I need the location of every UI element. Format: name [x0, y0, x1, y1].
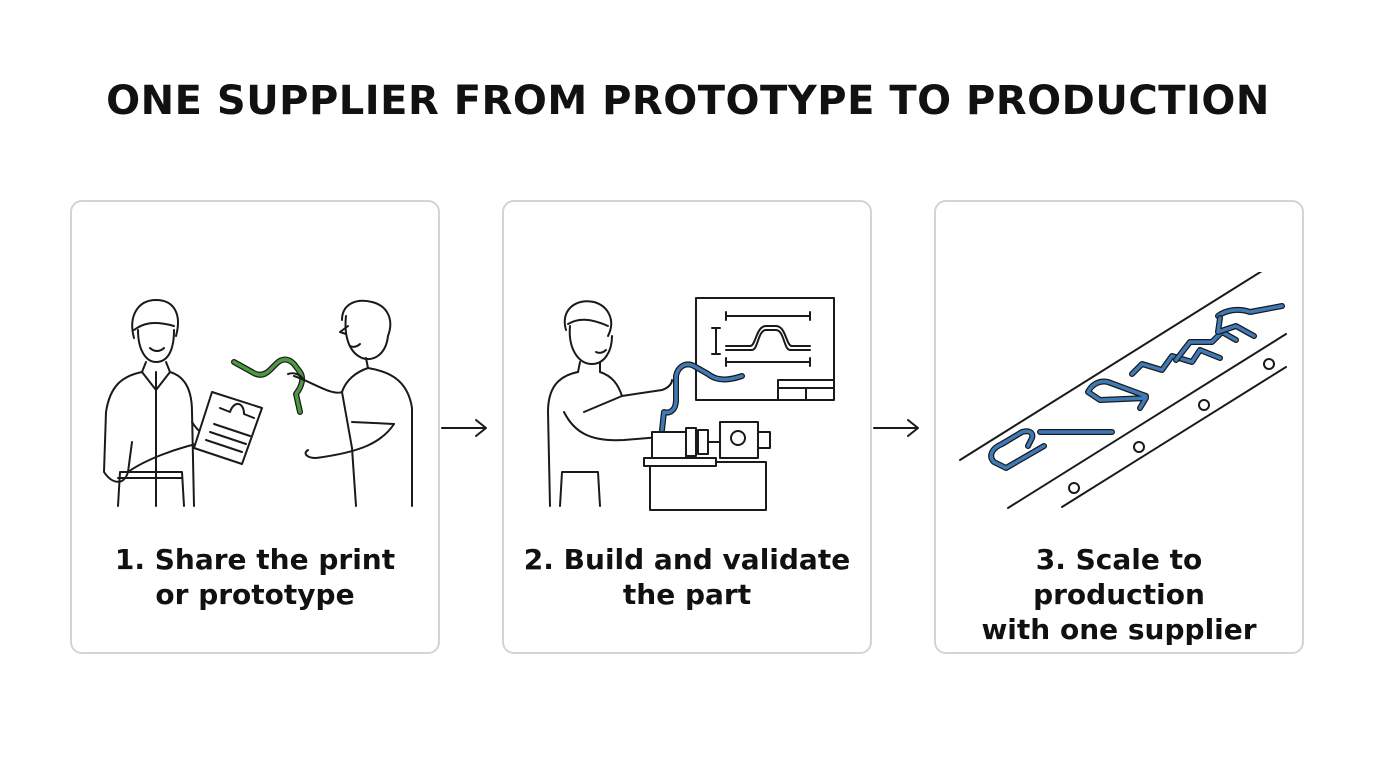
finished-parts-icon — [988, 303, 1285, 471]
step-3-line-2: with one supplier — [981, 613, 1257, 646]
step-3-line-1: 3. Scale to production — [1033, 543, 1205, 611]
step-card-1: 1. Share the print or prototype — [70, 200, 440, 654]
step-2-line-1: 2. Build and validate — [523, 543, 851, 576]
step-caption-3: 3. Scale to production with one supplier — [946, 542, 1292, 647]
page-title: ONE SUPPLIER FROM PROTOTYPE TO PRODUCTIO… — [106, 78, 1270, 124]
technician-figure-icon — [547, 300, 673, 507]
drawing-print-icon — [193, 391, 263, 465]
blueprint-board-icon — [695, 297, 835, 401]
bending-machine-illustration — [504, 272, 870, 517]
handoff-illustration — [72, 272, 438, 517]
step-card-3: 3. Scale to production with one supplier — [934, 200, 1304, 654]
step-2-line-2: the part — [622, 578, 752, 611]
arrow-right-icon — [872, 416, 922, 440]
conveyor-illustration — [936, 272, 1302, 517]
bending-machine-icon — [643, 421, 771, 511]
step-caption-1: 1. Share the print or prototype — [82, 542, 428, 612]
step-card-2: 2. Build and validate the part — [502, 200, 872, 654]
supplier-figure-icon — [287, 299, 413, 507]
step-1-line-1: 1. Share the print — [114, 543, 396, 576]
step-caption-2: 2. Build and validate the part — [514, 542, 860, 612]
conveyor-belt-icon — [959, 272, 1287, 509]
customer-figure-icon — [103, 299, 219, 507]
arrow-right-icon — [440, 416, 490, 440]
step-1-line-2: or prototype — [155, 578, 355, 611]
